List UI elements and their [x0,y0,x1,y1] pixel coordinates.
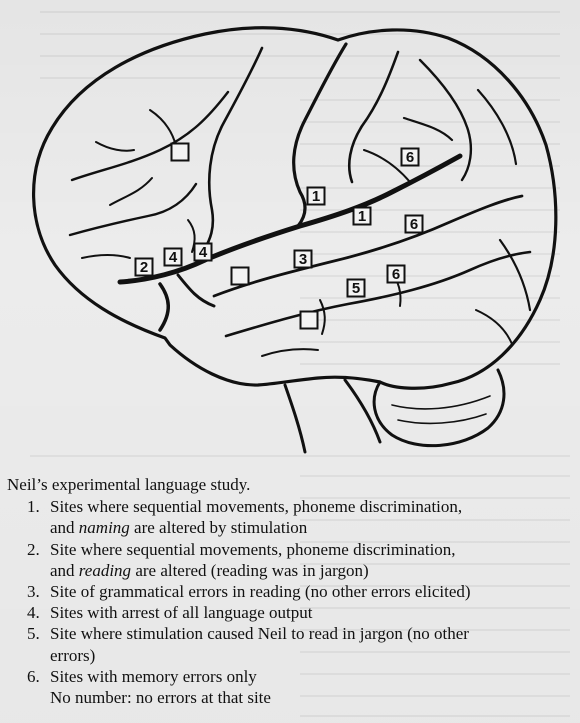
legend-list: 1. Sites where sequential movements, phon… [7,496,577,687]
legend-item-4: 4. Sites with arrest of all language outp… [7,602,577,623]
brainstem-outline [283,378,382,454]
site-marker-4: 4 [163,247,183,267]
brain-outline [31,26,558,390]
central-sulcus [292,42,348,228]
site-box [299,310,319,330]
figure-caption: Neil’s experimental language study. 1. Si… [7,474,577,708]
brain-diagram: 6 1 1 6 4 4 2 3 6 5 [31,26,558,454]
legend-item-5: 5. Site where stimulation caused Neil to … [7,623,577,665]
legend-number: 4. [27,603,40,623]
site-label: 1 [312,188,320,205]
site-marker-6: 6 [386,264,406,284]
site-box [230,266,250,286]
site-label: 2 [140,259,148,276]
legend-text: are altered by stimulation [129,518,308,538]
legend-text: and [50,518,79,538]
legend-emphasis: naming [78,518,130,538]
site-marker-2: 2 [134,257,154,277]
caption-title: Neil’s experimental language study. [7,475,251,494]
legend-text: errors) [50,645,96,665]
site-box [163,247,183,267]
site-box [400,147,420,167]
legend-text: Sites with memory errors only [50,666,257,686]
site-label: 6 [406,149,414,166]
legend-text: Site where sequential movements, phoneme… [50,539,456,559]
site-box [193,242,213,262]
site-label: 1 [358,208,366,225]
legend-number: 3. [27,582,40,602]
site-label: 5 [352,280,360,297]
legend-text: Sites where sequential movements, phonem… [50,497,463,517]
site-marker-6: 6 [400,147,420,167]
legend-number: 6. [27,666,40,686]
site-box [346,278,366,298]
legend-text: Site of grammatical errors in reading (n… [50,582,471,602]
legend-text: and [50,560,79,580]
legend-number: 1. [27,497,40,517]
site-box [386,264,406,284]
site-box [306,186,326,206]
site-marker-no-number [170,142,190,162]
legend-item-1: 1. Sites where sequential movements, phon… [7,496,577,538]
no-number-note: No number: no errors at that site [50,688,271,708]
site-marker-no-number [299,310,319,330]
site-marker-1: 1 [352,206,372,226]
site-box [352,206,372,226]
site-box [404,214,424,234]
site-label: 6 [410,216,418,233]
site-label: 4 [199,244,208,261]
stimulation-sites: 6 1 1 6 4 4 2 3 6 5 [134,142,424,330]
site-marker-3: 3 [293,249,313,269]
superior-temporal-sulcus [212,194,524,298]
legend-text: Site where stimulation caused Neil to re… [50,624,469,644]
site-marker-1: 1 [306,186,326,206]
site-label: 3 [299,251,307,268]
legend-text: Sites with arrest of all language output [50,603,313,623]
site-label: 6 [392,266,400,283]
legend-item-6: 6. Sites with memory errors only [7,666,577,687]
legend-number: 5. [27,624,40,644]
site-box [134,257,154,277]
legend-emphasis: reading [78,560,132,580]
site-marker-no-number [230,266,250,286]
site-marker-4: 4 [193,242,213,262]
legend-item-2: 2. Site where sequential movements, phone… [7,539,577,581]
legend-number: 2. [27,539,40,559]
legend-item-3: 3. Site of grammatical errors in reading … [7,581,577,602]
site-box [293,249,313,269]
site-marker-5: 5 [346,278,366,298]
cerebellum-outline [372,368,506,448]
site-marker-6: 6 [404,214,424,234]
site-label: 4 [169,249,178,266]
site-box [170,142,190,162]
legend-text: are altered (reading was in jargon) [131,560,369,580]
